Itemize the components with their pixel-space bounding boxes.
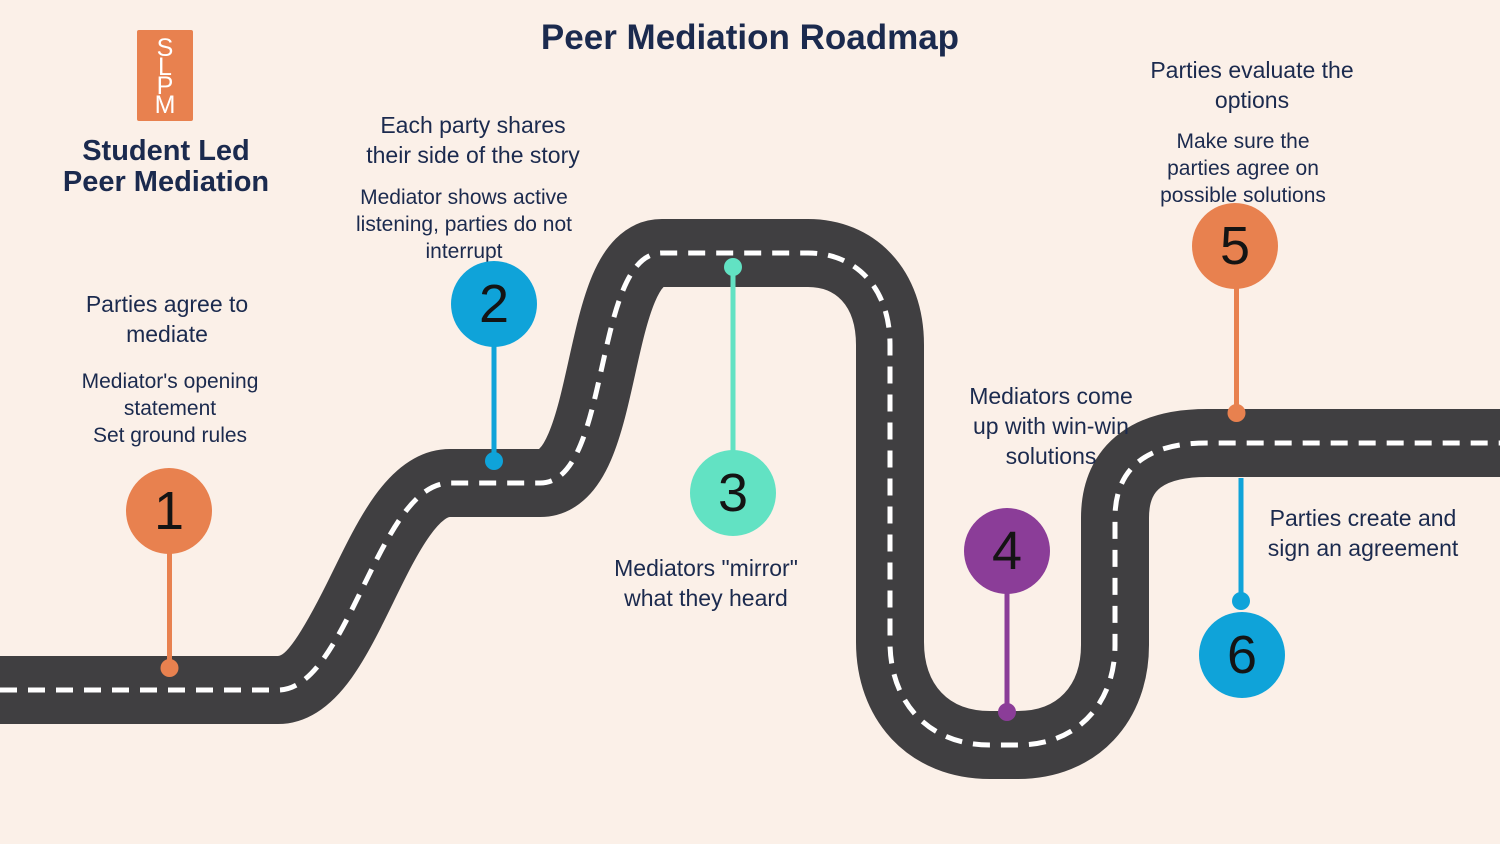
body-line: interrupt <box>425 240 503 263</box>
step-3-heading: Mediators "mirror" what they heard <box>576 553 836 613</box>
step-1-number: 1 <box>153 481 185 541</box>
step-2-number: 2 <box>478 274 510 334</box>
heading-line: solutions <box>1005 443 1097 469</box>
step-4-number: 4 <box>991 521 1023 581</box>
body-line: Make sure the <box>1176 130 1310 153</box>
step-6-heading: Parties create and sign an agreement <box>1243 503 1483 563</box>
heading-line: sign an agreement <box>1267 535 1459 561</box>
step-2-body: Mediator shows active listening, parties… <box>324 184 604 265</box>
step-1-dot <box>160 659 179 677</box>
heading-line: Parties create and <box>1269 505 1457 531</box>
step-1-marker: 1 <box>126 468 212 554</box>
heading-line: Parties evaluate the <box>1150 57 1354 83</box>
step-1-heading: Parties agree to mediate <box>47 289 287 349</box>
step-5-number: 5 <box>1219 216 1251 276</box>
step-1-body: Mediator's opening statement Set ground … <box>40 368 300 449</box>
logo-letter-l: L <box>158 52 172 81</box>
step-4-marker: 4 <box>964 508 1050 594</box>
step-2-dot <box>485 452 503 470</box>
step-5-body: Make sure the parties agree on possible … <box>1123 128 1363 209</box>
step-3-number: 3 <box>717 463 749 523</box>
heading-line: Each party shares <box>380 112 566 138</box>
body-line: Set ground rules <box>92 424 248 447</box>
body-line: Mediator's opening <box>81 370 259 393</box>
step-3-marker: 3 <box>690 450 776 536</box>
step-2-heading: Each party shares their side of the stor… <box>333 110 613 170</box>
org-name: Student Led Peer Mediation <box>16 136 316 198</box>
heading-line: mediate <box>126 321 208 347</box>
body-line: possible solutions <box>1160 184 1326 207</box>
heading-line: Mediators come <box>969 383 1133 409</box>
org-name-line-1: Student Led <box>82 135 250 167</box>
body-line: statement <box>123 397 217 420</box>
step-5-heading: Parties evaluate the options <box>1122 55 1382 115</box>
logo-letter-p: P <box>156 71 174 100</box>
org-name-line-2: Peer Mediation <box>62 166 270 198</box>
body-line: parties agree on <box>1167 157 1319 180</box>
step-2-marker: 2 <box>451 261 537 347</box>
heading-line: up with win-win <box>973 413 1129 439</box>
road-centerline <box>0 250 1500 748</box>
step-6-number: 6 <box>1226 625 1258 685</box>
step-5-marker: 5 <box>1192 203 1278 289</box>
heading-line: Parties agree to <box>85 291 249 317</box>
heading-line: Mediators "mirror" <box>614 555 798 581</box>
step-5-dot <box>1227 404 1246 422</box>
logo-letter-m: M <box>154 90 176 119</box>
step-3-dot <box>724 258 742 276</box>
body-line: Mediator shows active <box>360 186 568 209</box>
body-line: listening, parties do not <box>356 213 572 236</box>
logo-letter-s: S <box>156 33 174 62</box>
heading-line: their side of the story <box>366 142 580 168</box>
slpm-logo: S L P M <box>137 30 193 121</box>
page-title: Peer Mediation Roadmap <box>540 18 960 57</box>
step-6-dot <box>1232 592 1250 610</box>
step-4-heading: Mediators come up with win-win solutions <box>931 381 1171 471</box>
heading-line: options <box>1214 87 1290 113</box>
heading-line: what they heard <box>624 585 788 611</box>
step-4-dot <box>998 703 1016 721</box>
step-6-marker: 6 <box>1199 612 1285 698</box>
